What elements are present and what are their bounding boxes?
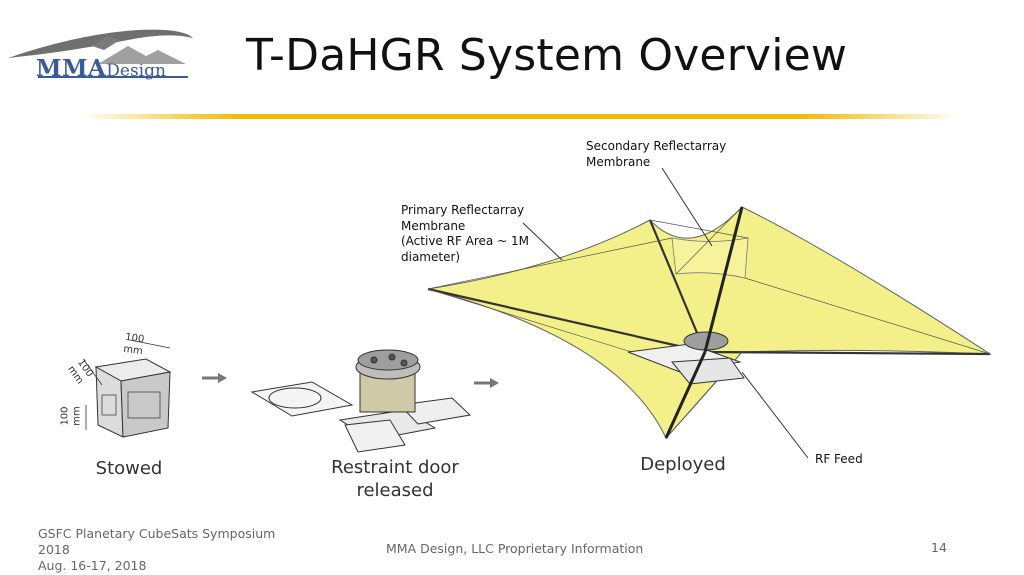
callout-rf-feed: RF Feed xyxy=(815,452,863,466)
mma-logo: MMADesign xyxy=(36,55,166,82)
rf-feed-callout-line xyxy=(741,371,809,459)
footer-event-name: GSFC Planetary CubeSats Symposium xyxy=(38,526,276,541)
callout-primary-membrane: Primary Reflectarray Membrane (Active RF… xyxy=(401,203,529,264)
page-number: 14 xyxy=(931,540,947,555)
stowed-cubesat-illustration xyxy=(83,339,172,438)
primary-callout-line xyxy=(522,222,563,261)
title-underline-rule xyxy=(80,114,960,119)
footer-event-dates: Aug. 16-17, 2018 xyxy=(38,558,147,573)
stage-arrow-1 xyxy=(202,373,227,383)
slide-title: T-DaHGR System Overview xyxy=(246,30,848,81)
stage-arrow-2 xyxy=(474,378,499,388)
footer-event: GSFC Planetary CubeSats Symposium 2018 A… xyxy=(38,526,288,574)
caption-stowed: Stowed xyxy=(95,458,163,479)
footer-proprietary: MMA Design, LLC Proprietary Information xyxy=(386,541,644,556)
logo-brand-regular: Design xyxy=(106,61,166,81)
callout-secondary-membrane: Secondary Reflectarray Membrane xyxy=(586,139,727,169)
deployed-reflectarray-illustration xyxy=(427,206,992,439)
mma-logo-mountain-emblem xyxy=(8,29,193,78)
caption-restraint-door-released: Restraint door released xyxy=(331,457,459,501)
caption-deployed: Deployed xyxy=(640,454,726,475)
dimension-height: 100 mm xyxy=(59,406,83,426)
logo-brand-bold: MMA xyxy=(36,55,107,82)
footer-event-year: 2018 xyxy=(38,542,70,557)
released-cubesat-illustration xyxy=(250,349,472,453)
dimension-top: 100 mm xyxy=(122,331,145,358)
secondary-callout-line xyxy=(661,167,713,247)
